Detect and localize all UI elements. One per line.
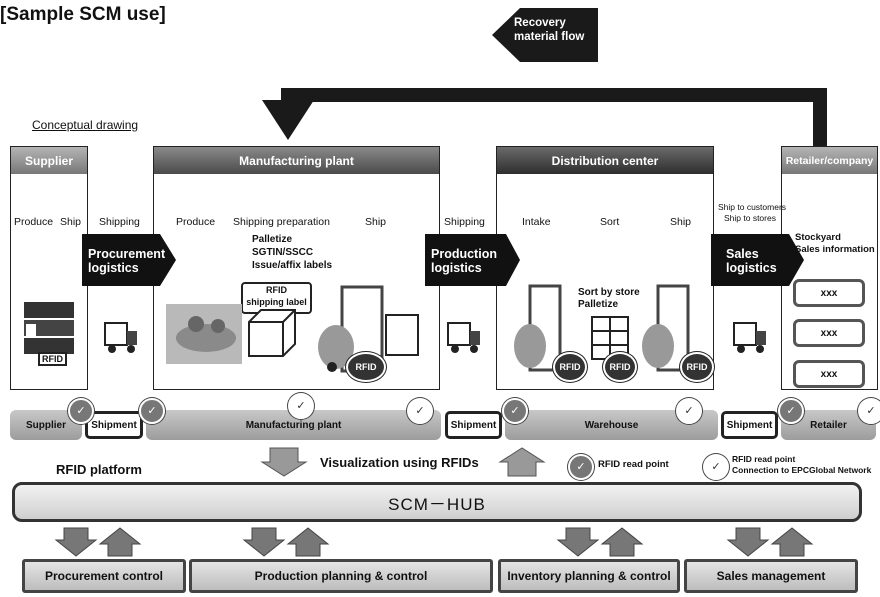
read-point-icon: ✓ [778, 398, 804, 424]
platform-shipment-2: Shipment [445, 411, 502, 439]
note-stockyard: Stockyard [795, 232, 841, 243]
procurement-control: Procurement control [22, 559, 186, 593]
sales-logistics-line2: logistics [726, 261, 777, 275]
epc-read-point-icon: ✓ [407, 398, 433, 424]
legend-read-point: RFID read point [598, 459, 669, 470]
rfid-reader-badge: RFID [346, 352, 386, 382]
supplier-header: Supplier [11, 147, 87, 174]
ship-forklift-illustration [642, 284, 690, 372]
production-logistics: Production logistics [431, 247, 497, 275]
production-logistics-line1: Production [431, 247, 497, 261]
note-sort-by-store: Sort by store [578, 287, 640, 298]
stage-ship-2: Ship [365, 216, 387, 228]
sales-arrow-shape [711, 234, 804, 286]
procurement-logistics: Procurement logistics [88, 247, 165, 275]
visualization-label: Visualization using RFIDs [320, 455, 479, 470]
retail-slot-3: xxx [793, 360, 865, 388]
epc-read-point-icon: ✓ [676, 398, 702, 424]
sales-logistics: Sales logistics [726, 247, 777, 275]
stage-intake: Intake [522, 216, 551, 228]
procurement-logistics-line2: logistics [88, 261, 139, 275]
rfid-label-line1: RFID [266, 285, 287, 295]
stage-ship-to-stores: Ship to stores [724, 213, 776, 223]
read-point-icon: ✓ [139, 398, 165, 424]
page-title: [Sample SCM use] [0, 4, 166, 25]
epc-read-point-icon: ✓ [858, 398, 880, 424]
supplier-crates-illustration [24, 302, 74, 354]
recovery-label: Recovery material flow [514, 17, 585, 43]
procurement-arrow-shape [82, 234, 176, 286]
note-sgtin: SGTIN/SSCC [252, 247, 314, 258]
platform-shipment-1: Shipment [85, 411, 143, 439]
rfid-intake-badge: RFID [553, 352, 587, 382]
concept-label: Conceptual drawing [32, 118, 139, 132]
stage-ship-to-customers: Ship to customers [718, 202, 787, 212]
read-point-icon: ✓ [502, 398, 528, 424]
retail-slot-2: xxx [793, 319, 865, 347]
stage-shipping-2: Shipping [444, 216, 485, 228]
production-planning-control: Production planning & control [189, 559, 493, 593]
production-arrow-shape [425, 234, 520, 286]
distribution-header: Distribution center [497, 147, 713, 174]
legend-read-point-2: RFID read point [732, 454, 796, 464]
supplier-rfid-tag: RFID [38, 352, 67, 366]
intake-forklift-illustration [514, 284, 562, 372]
truck-icon [733, 322, 766, 353]
stage-produce-2: Produce [176, 216, 216, 228]
note-palletize-2: Palletize [578, 299, 619, 310]
retailer-header: Retailer/company [782, 147, 877, 174]
rfid-ship-badge: RFID [680, 352, 714, 382]
production-logistics-line2: logistics [431, 261, 482, 275]
legend-read-point-icon: ✓ [568, 454, 594, 480]
production-line-photo [166, 304, 242, 364]
rfid-shipping-label: RFID shipping label [241, 282, 312, 314]
note-issue-labels: Issue/affix labels [252, 260, 333, 271]
stage-shipping-prep: Shipping preparation [233, 216, 330, 228]
cardboard-box-illustration [248, 309, 296, 357]
sales-logistics-line1: Sales [726, 247, 759, 261]
stage-ship-1: Ship [60, 216, 82, 228]
stage-ship-3: Ship [670, 216, 692, 228]
stage-shipping-1: Shipping [99, 216, 140, 228]
scm-hub: SCM－HUB [12, 482, 862, 522]
rfid-sort-badge: RFID [603, 352, 637, 382]
epc-read-point-icon: ✓ [288, 393, 314, 419]
note-palletize: Palletize [252, 234, 293, 245]
legend-epc-icon: ✓ [703, 454, 729, 480]
stage-sort: Sort [600, 216, 620, 228]
manufacturing-header: Manufacturing plant [154, 147, 439, 174]
sales-management: Sales management [684, 559, 858, 593]
truck-icon [447, 322, 480, 353]
note-sales-info: Sales information [795, 244, 875, 255]
truck-icon [104, 322, 137, 353]
retail-slot-1: xxx [793, 279, 865, 307]
platform-shipment-3: Shipment [721, 411, 778, 439]
read-point-icon: ✓ [68, 398, 94, 424]
stage-produce-1: Produce [14, 216, 54, 228]
rfid-platform-label: RFID platform [56, 462, 142, 477]
rfid-label-line2: shipping label [246, 297, 307, 307]
legend-epc: Connection to EPCGlobal Network [732, 465, 872, 475]
inventory-planning-control: Inventory planning & control [498, 559, 680, 593]
procurement-logistics-line1: Procurement [88, 247, 166, 261]
